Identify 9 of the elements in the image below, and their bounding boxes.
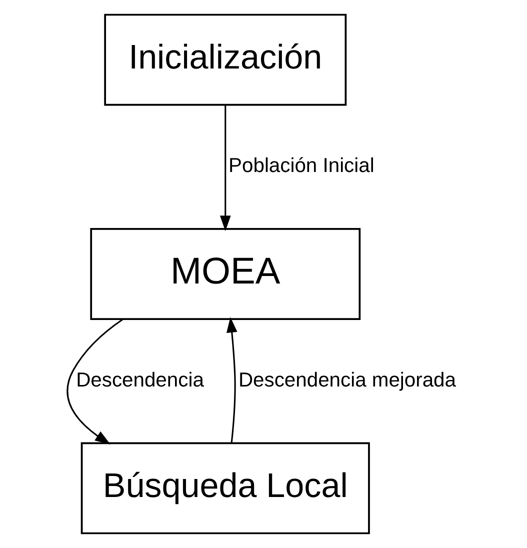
node-box: MOEA [90,228,361,320]
edge-label: Descendencia mejorada [238,369,456,392]
edge-label: Descendencia [76,369,204,392]
arrow [220,105,231,232]
node-box: Inicialización [104,14,347,106]
edge-label: Población Inicial [228,155,374,178]
arrow [66,318,124,444]
node-box: Búsqueda Local [80,442,370,534]
arrow [226,317,238,444]
